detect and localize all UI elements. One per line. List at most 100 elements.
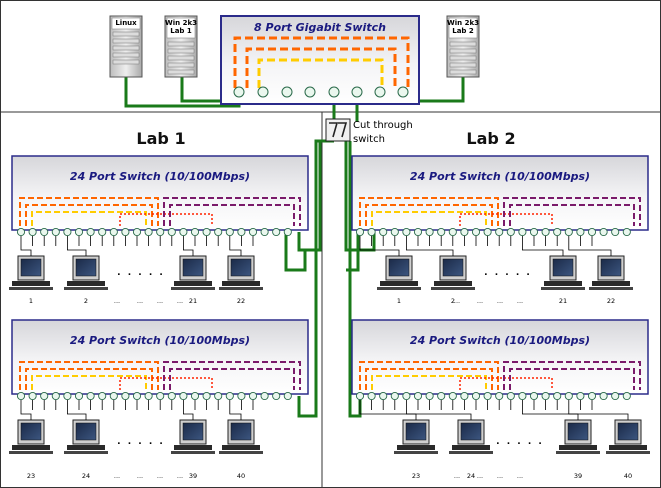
vlan-line-purple [503, 197, 641, 226]
switch-port [109, 227, 118, 237]
switch-port [471, 391, 481, 401]
pc-number-label: 39 [574, 472, 582, 480]
switch-port [179, 227, 188, 237]
workstation [64, 246, 108, 290]
workstation [405, 246, 475, 290]
switch-port [190, 227, 200, 237]
switch-port [495, 391, 504, 401]
cut-through-box [325, 118, 351, 142]
pc-number-label: 1 [29, 297, 33, 305]
desktop-case [452, 445, 490, 450]
cut-through-label-line2: switch [353, 134, 385, 145]
desktop-case [609, 445, 647, 450]
gigabit-switch: 8 Port Gigabit Switch [220, 15, 420, 105]
uplink-cable-lab1-b [297, 139, 332, 418]
lab-1-title: Lab 1 [136, 129, 185, 148]
pc-number-label: 2 [84, 297, 88, 305]
switch-port [541, 227, 550, 237]
switch-port [132, 391, 142, 401]
switch-port [351, 86, 363, 98]
switch-title: 24 Port Switch (10/100Mbps) [410, 334, 590, 347]
switch-port [260, 227, 269, 237]
lab-2-title: Lab 2 [466, 129, 515, 148]
switch-port [518, 391, 527, 401]
more-pcs-ellipsis: . . . . . [484, 268, 532, 278]
switch-port [156, 391, 165, 401]
vlan-line-red [119, 213, 213, 226]
keyboard [9, 451, 53, 454]
desktop-case [397, 445, 435, 450]
switch-port [437, 391, 446, 401]
gigabit-switch-title: 8 Port Gigabit Switch [254, 21, 386, 34]
server-label: Lab 2 [452, 27, 474, 35]
switch-port [355, 391, 365, 401]
drive-bay [112, 52, 140, 58]
switch-port [448, 391, 457, 401]
pc-cable [522, 410, 579, 420]
switch-port [237, 391, 246, 401]
switch-port [40, 391, 49, 401]
vlan-line-orange [359, 197, 499, 226]
switch-port [355, 227, 365, 237]
server-label-plate [448, 17, 478, 39]
desktop-case [174, 445, 212, 450]
switch-port [413, 227, 423, 237]
keyboard [171, 451, 215, 454]
monitor-screen [442, 258, 464, 277]
vlan-line-purple [503, 361, 641, 390]
monitor-screen [552, 258, 574, 277]
switch-port [495, 227, 504, 237]
workstation [522, 246, 585, 290]
monitor-screen [182, 258, 204, 277]
pc-cable [229, 246, 242, 256]
switch-port [529, 227, 539, 237]
switch-port [483, 227, 492, 237]
switch-port [483, 391, 492, 401]
switch-port [374, 86, 386, 98]
switch-port [121, 227, 130, 237]
keyboard [589, 287, 633, 290]
desktop-case [544, 281, 582, 286]
switch-port [156, 227, 165, 237]
switch-port [553, 227, 562, 237]
pc-number-label: 21 [559, 297, 567, 305]
server-label-plate [111, 17, 141, 30]
switch-port [202, 391, 211, 401]
switch-port [283, 227, 292, 237]
switch-body [11, 155, 309, 231]
switch-port [167, 391, 176, 401]
switch-port [86, 227, 95, 237]
vlan-line-orange [359, 361, 499, 390]
vlan-line-purple-inner [169, 204, 295, 226]
workstation [171, 246, 215, 290]
vlan-line-red [119, 377, 213, 390]
drive-bay [167, 41, 195, 47]
switch-port [214, 391, 223, 401]
server-label: Win 2k3 [447, 19, 479, 27]
workstation [219, 246, 263, 290]
drive-bay [167, 48, 195, 54]
switch-24-port: 24 Port Switch (10/100Mbps) [11, 155, 309, 237]
switch-port [390, 227, 399, 237]
pc-cable [182, 246, 194, 256]
switch-port [74, 227, 84, 237]
pc-cable [405, 246, 454, 256]
switch-port [397, 86, 409, 98]
switch-port [553, 391, 562, 401]
desktop-case [12, 281, 50, 286]
switch-port [576, 391, 585, 401]
gigabit-vlan-lines [233, 36, 410, 88]
vlan-line-purple-inner [509, 204, 635, 226]
vlan-line-yellow [371, 211, 487, 226]
keyboard [377, 287, 421, 290]
vlan-line-yellow [371, 375, 487, 390]
switch-port [248, 227, 258, 237]
monitor-screen [230, 422, 252, 441]
switch-port [529, 391, 539, 401]
pc-number-label: 40 [237, 472, 245, 480]
switch-port [225, 391, 234, 401]
workstation [219, 410, 263, 454]
